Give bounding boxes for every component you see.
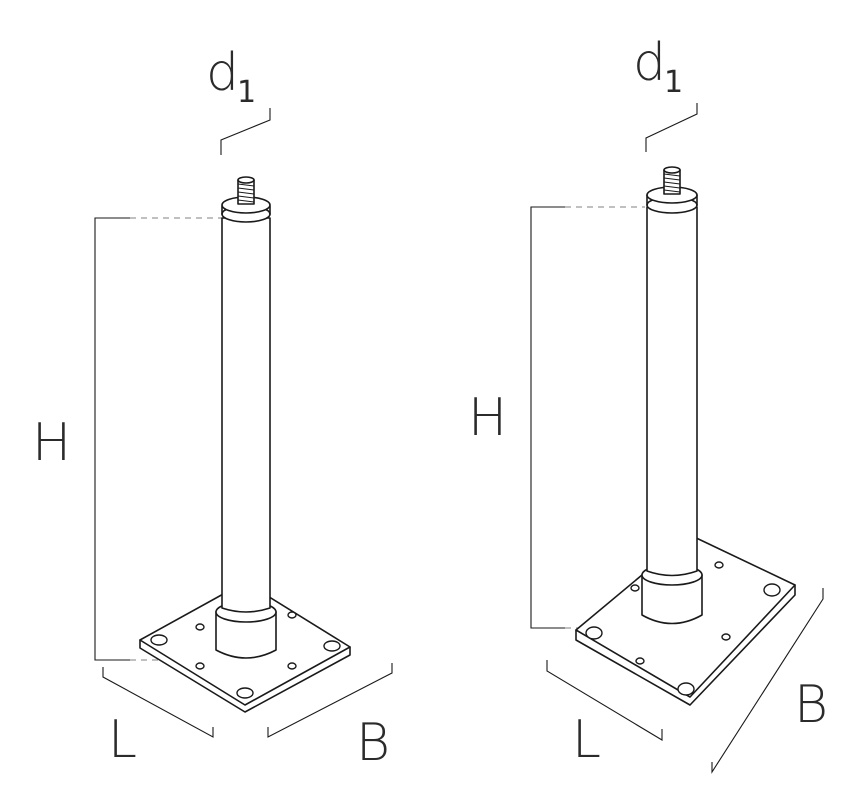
left-plate-small-hole [195, 623, 205, 631]
left-stud-top [237, 176, 255, 184]
left-plate-small-hole [195, 662, 205, 670]
left-plate-hole [236, 687, 254, 699]
left-width-label: B [356, 713, 390, 773]
right-plate-small-hole [714, 561, 724, 569]
right-column [646, 206, 698, 577]
right-diameter-subscript: 1 [664, 65, 683, 100]
right-diameter-bracket [645, 103, 698, 152]
left-plate-small-hole [287, 662, 297, 670]
right-base-socket [641, 574, 703, 625]
right-plate-small-hole [630, 584, 640, 592]
right-length-bracket [546, 660, 663, 741]
left-height-bracket [94, 217, 130, 661]
right-diameter-label: d [633, 33, 666, 93]
left-base-socket [215, 611, 277, 659]
right-support-figure: d 1 H L B [468, 33, 828, 774]
left-column [221, 217, 271, 613]
right-width-bracket [711, 588, 824, 774]
left-diameter-bracket [220, 108, 271, 155]
right-height-label: H [468, 388, 507, 448]
left-plate-hole [150, 634, 168, 646]
left-diameter-subscript: 1 [237, 75, 256, 110]
right-plate-hole [763, 583, 781, 597]
right-plate-small-hole [721, 633, 731, 641]
left-width-bracket [267, 663, 393, 738]
left-support-figure: d 1 H L [32, 43, 393, 773]
right-stud-top [663, 166, 681, 174]
right-height-bracket [530, 206, 565, 629]
left-plate-small-hole [287, 611, 297, 619]
left-plate-hole [323, 640, 341, 652]
left-thread-lines [237, 183, 255, 203]
left-height-label: H [32, 413, 71, 473]
right-plate-small-hole [635, 657, 645, 665]
left-length-bracket [102, 667, 214, 738]
right-plate-hole [677, 682, 695, 696]
right-thread-lines [663, 173, 681, 193]
right-length-label: L [572, 710, 601, 770]
left-diameter-label: d [206, 43, 239, 103]
right-plate-hole [585, 626, 603, 640]
left-length-label: L [108, 710, 137, 770]
right-width-label: B [794, 675, 828, 735]
